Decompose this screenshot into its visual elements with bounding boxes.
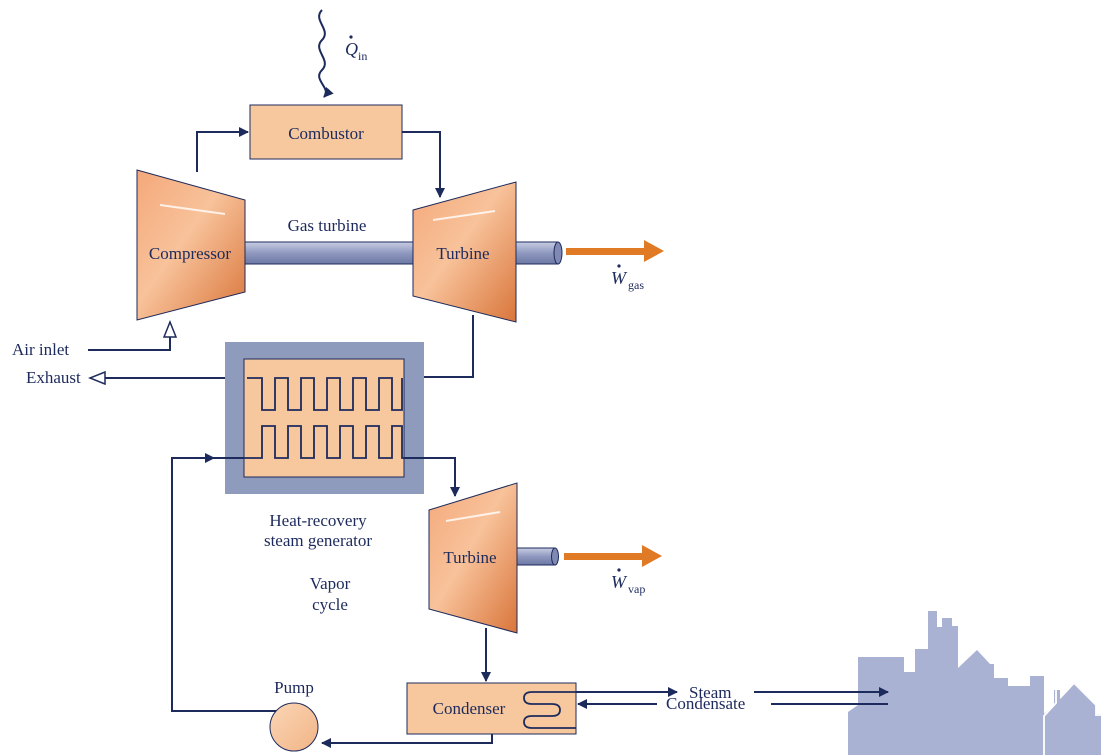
svg-text:gas: gas bbox=[628, 278, 644, 292]
vapor-cycle-label-line1: Vapor bbox=[310, 574, 351, 593]
gas-turbine-unit-label: Turbine bbox=[436, 244, 489, 263]
gas-turbine-body bbox=[412, 181, 517, 323]
vapor-turbine-shaft bbox=[516, 547, 556, 566]
steam-label: Steam bbox=[689, 683, 732, 702]
hrsg-to-vapor-turbine-line bbox=[404, 457, 460, 497]
svg-text:W: W bbox=[611, 268, 628, 288]
combustor-to-turbine-line bbox=[402, 131, 445, 198]
compressor-to-combustor-line bbox=[196, 127, 249, 172]
pump-to-hrsg-line bbox=[171, 453, 282, 712]
svg-text:Q: Q bbox=[345, 39, 358, 59]
w-gas-label: W gas bbox=[611, 264, 644, 292]
condenser-label: Condenser bbox=[433, 699, 506, 718]
compressor-body bbox=[136, 169, 246, 321]
svg-text:in: in bbox=[358, 49, 367, 63]
combustor-label: Combustor bbox=[288, 124, 364, 143]
condenser-to-pump-line bbox=[321, 734, 493, 748]
pump-body bbox=[269, 702, 319, 752]
vapor-cycle-label-line2: cycle bbox=[312, 595, 348, 614]
compressor-label: Compressor bbox=[149, 244, 232, 263]
hrsg-inner bbox=[243, 358, 405, 478]
w-vap-label: W vap bbox=[611, 568, 645, 596]
heat-input-wave bbox=[318, 9, 334, 98]
buildings-silhouette bbox=[848, 611, 1101, 755]
hrsg-steam-coil bbox=[244, 425, 404, 459]
condenser-coil bbox=[523, 691, 576, 729]
hrsg-gas-coil bbox=[247, 377, 403, 411]
exhaust-label: Exhaust bbox=[26, 368, 81, 387]
svg-text:W: W bbox=[611, 572, 628, 592]
vapor-turbine-unit-label: Turbine bbox=[443, 548, 496, 567]
hrsg-label-line1: Heat-recovery bbox=[269, 511, 367, 530]
air-inlet-label: Air inlet bbox=[12, 340, 69, 359]
combustor-box bbox=[249, 104, 403, 160]
w-vap-arrow bbox=[564, 545, 662, 567]
pump-label: Pump bbox=[274, 678, 314, 697]
house-outline bbox=[1043, 681, 1101, 755]
turbine-exhaust-to-hrsg-line bbox=[403, 315, 474, 382]
svg-text:vap: vap bbox=[628, 582, 645, 596]
air-inlet-line bbox=[88, 322, 170, 351]
condensate-label: Condensate bbox=[666, 694, 745, 713]
q-in-label: Q in bbox=[345, 35, 367, 63]
w-gas-arrow bbox=[566, 240, 664, 262]
hrsg-label-line2: steam generator bbox=[264, 531, 372, 550]
gas-turbine-label: Gas turbine bbox=[288, 216, 367, 235]
